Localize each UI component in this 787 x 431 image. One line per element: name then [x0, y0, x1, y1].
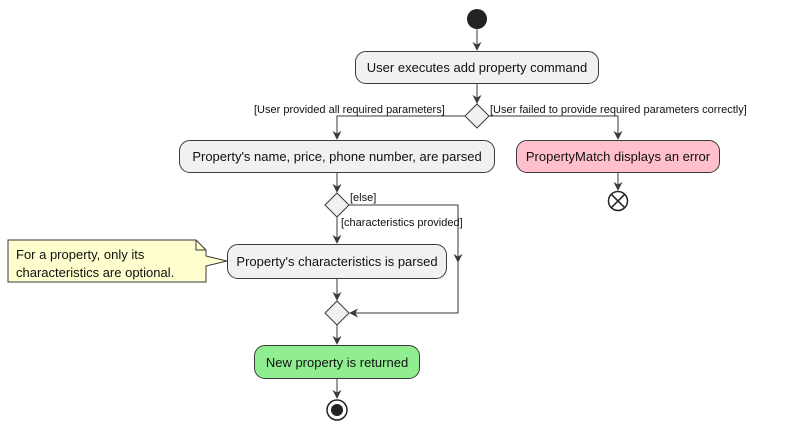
- note-line-2: characteristics are optional.: [16, 265, 175, 280]
- note-text: For a property, only its characteristics…: [16, 246, 174, 282]
- start-node: [467, 9, 487, 29]
- decision-required-params: [464, 103, 490, 129]
- action-parse-basic-fields: Property's name, price, phone number, ar…: [179, 140, 495, 173]
- action-user-executes-command: User executes add property command: [355, 51, 599, 84]
- guard-characteristics-provided: [characteristics provided]: [341, 217, 463, 229]
- flow-final-node: [607, 190, 629, 212]
- guard-required-fail: [User failed to provide required paramet…: [490, 104, 747, 116]
- flow-else: [349, 204, 463, 263]
- stop-node: [326, 399, 348, 421]
- flow-else-to-merge: [349, 262, 459, 318]
- note-fold: [195, 240, 206, 251]
- action-display-error: PropertyMatch displays an error: [516, 140, 720, 173]
- flow-required-ok: [332, 115, 465, 140]
- note-connector: [205, 255, 228, 267]
- flow-required-fail: [489, 115, 623, 140]
- decision-characteristics: [324, 192, 350, 218]
- guard-else: [else]: [350, 192, 377, 204]
- merge-node: [324, 300, 350, 326]
- note-line-1: For a property, only its: [16, 247, 145, 262]
- guard-required-ok: [User provided all required parameters]: [254, 104, 445, 116]
- action-parse-characteristics: Property's characteristics is parsed: [227, 244, 447, 279]
- action-new-property-returned: New property is returned: [254, 345, 420, 379]
